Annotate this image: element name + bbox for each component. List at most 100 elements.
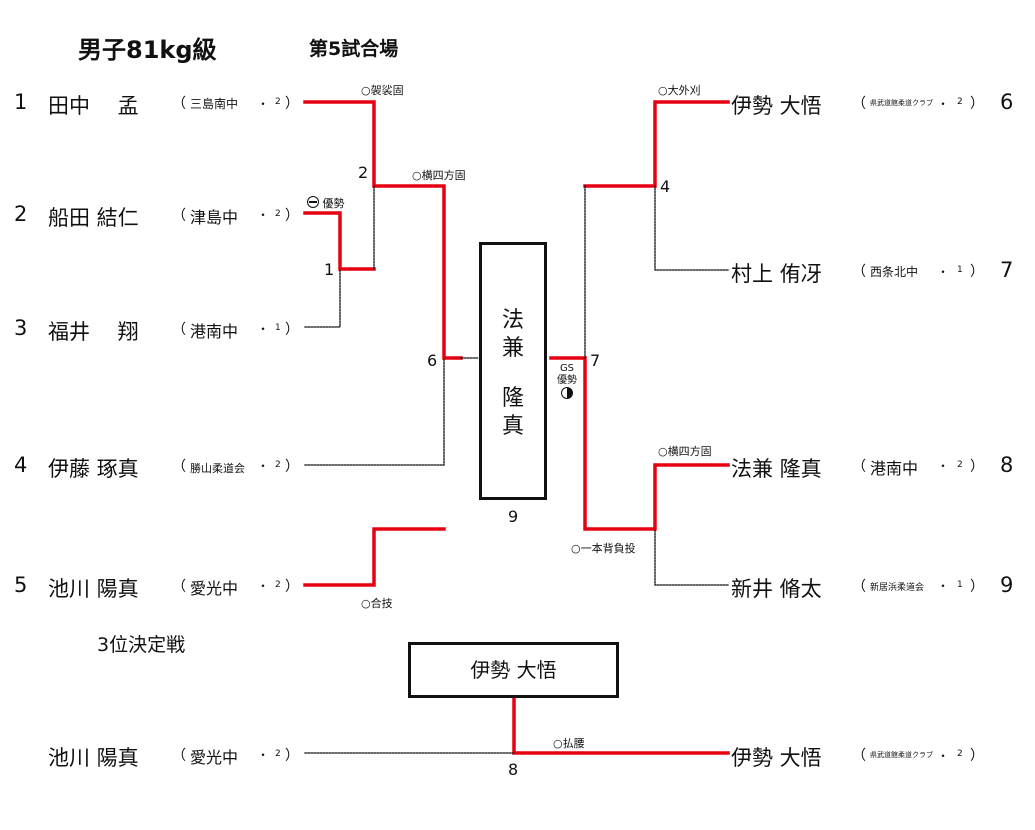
paren-close: ） [970,96,984,112]
player-team: 愛光中 [190,579,239,598]
paren-close: ） [285,96,299,112]
match-result: ○横四方固 [412,169,466,182]
seed-number: 9 [1000,573,1014,597]
paren-close: ） [970,264,984,280]
seed-number: 4 [14,453,28,477]
player-team: 県武道館柔道クラブ [870,751,933,759]
paren-close: ） [970,748,984,764]
paren-close: ） [285,459,299,475]
player-grade: 2 [275,580,281,590]
match-number: 4 [660,177,671,196]
match-result: ○払腰 [553,737,585,750]
separator-dot: ・ [257,748,270,762]
match-result-text: 優勢 [322,197,345,210]
player-grade: 2 [957,749,963,759]
separator-dot: ・ [257,459,270,473]
separator-dot: ・ [257,208,270,222]
paren-open: （ [852,264,866,280]
gs-result: GS 優勢 [553,363,581,402]
player-team: 港南中 [190,322,239,341]
player-team: 三島南中 [190,97,239,111]
player-team: 県武道館柔道クラブ [870,99,933,107]
match-number: 2 [358,163,369,182]
player-grade: 2 [957,460,963,470]
seed-number: 3 [14,316,28,340]
paren-close: ） [285,322,299,338]
player-team: 津島中 [190,208,239,227]
champion-char-1: 法 [501,308,524,333]
yusei-icon [307,196,319,208]
third-place-title: 3位決定戦 [97,634,186,656]
paren-open: （ [172,748,186,764]
player-name: 船田 結仁 [48,206,139,230]
gs-label: GS [559,363,575,374]
paren-open: （ [852,96,866,112]
player-name: 法兼 隆真 [731,457,822,481]
match-number: 1 [324,260,335,279]
player-grade: 1 [275,323,281,333]
match-number: 7 [590,351,601,370]
paren-open: （ [172,579,186,595]
paren-open: （ [852,459,866,475]
player-grade: 2 [275,209,281,219]
paren-open: （ [852,748,866,764]
player-team: 港南中 [870,459,919,478]
seed-number: 1 [14,90,28,114]
player-grade: 1 [957,265,963,275]
paren-close: ） [970,579,984,595]
court-label: 第5試合場 [309,38,399,60]
player-name: 田中 孟 [48,94,139,118]
champion-box: 法 兼 隆 真 [479,242,547,500]
separator-dot: ・ [257,579,270,593]
champion-char-3: 隆 [501,386,524,411]
seed-number: 8 [1000,453,1014,477]
champion-char-4: 真 [501,414,524,439]
paren-open: （ [172,459,186,475]
seed-number: 6 [1000,90,1014,114]
seed-number: 5 [14,573,28,597]
match-result-1: 優勢 [307,195,345,211]
player-grade: 2 [275,749,281,759]
player-name: 池川 陽真 [48,577,139,601]
match-result: ○一本背負投 [571,542,636,555]
paren-close: ） [285,748,299,764]
player-team: 新居浜柔道会 [870,583,925,593]
player-name: 村上 侑冴 [731,262,822,286]
paren-open: （ [172,96,186,112]
final-match-number: 9 [508,507,519,526]
separator-dot: ・ [257,322,270,336]
player-grade: 2 [957,97,963,107]
player-name: 池川 陽真 [48,746,139,770]
match-result: ○合技 [361,597,393,610]
separator-dot: ・ [937,749,950,763]
player-name: 伊藤 琢真 [48,457,139,481]
third-place-box: 伊勢 大悟 [408,642,619,698]
separator-dot: ・ [257,97,270,111]
player-grade: 2 [275,97,281,107]
champion-char-2: 兼 [501,336,524,361]
half-point-icon [561,387,573,399]
player-team: 西条北中 [870,265,919,279]
separator-dot: ・ [937,459,950,473]
gs-result-text: 優勢 [557,375,577,386]
paren-close: ） [285,579,299,595]
paren-open: （ [852,579,866,595]
player-grade: 2 [275,460,281,470]
seed-number: 2 [14,202,28,226]
match-number: 8 [508,760,519,779]
player-name: 福井 翔 [48,320,139,344]
match-result: ○袈裟固 [361,84,404,97]
page-title: 男子81kg級 [78,36,217,64]
player-grade: 1 [957,580,963,590]
player-name: 伊勢 大悟 [731,746,822,770]
separator-dot: ・ [937,97,950,111]
player-name: 伊勢 大悟 [731,94,822,118]
seed-number: 7 [1000,258,1014,282]
separator-dot: ・ [937,265,950,279]
player-team: 勝山柔道会 [190,462,245,475]
paren-open: （ [172,322,186,338]
match-result: ○大外刈 [658,84,701,97]
player-team: 愛光中 [190,748,239,767]
paren-open: （ [172,208,186,224]
